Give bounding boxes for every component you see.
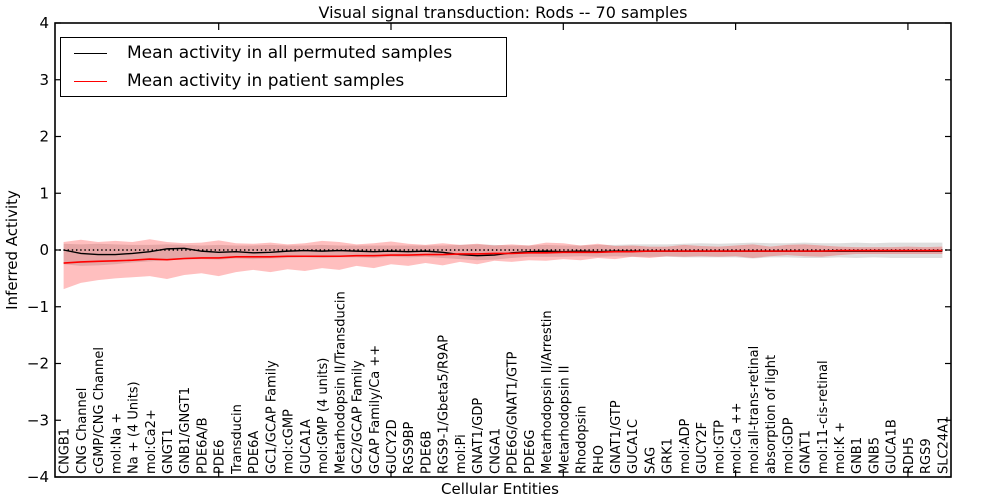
x-tick-label: GNB1 bbox=[850, 437, 865, 474]
x-tick-label: GC2/GCAP Family bbox=[351, 360, 366, 474]
y-tick-label: 0 bbox=[39, 241, 49, 259]
patient-line-swatch-icon bbox=[74, 80, 107, 82]
y-tick-label: −4 bbox=[27, 468, 49, 486]
legend-label-permuted: Mean activity in all permuted samples bbox=[127, 43, 453, 63]
x-tick-label: mol:GMP (4 units) bbox=[316, 358, 331, 474]
x-tick-label: PDE6G bbox=[523, 430, 538, 474]
x-tick-label: Metarhodopsin II/Arrestin bbox=[540, 310, 555, 474]
x-tick-label: cGMP/CNG Channel bbox=[92, 347, 107, 474]
x-tick-label: mol:cGMP bbox=[282, 409, 297, 474]
x-tick-label: GUCY2F bbox=[695, 422, 710, 474]
y-tick-label: −1 bbox=[27, 298, 49, 316]
x-tick-label: mol:Ca2+ bbox=[144, 409, 159, 474]
x-tick-label: GNB5 bbox=[867, 437, 882, 474]
x-tick-label: mol:K + bbox=[833, 422, 848, 474]
y-tick-label: −3 bbox=[27, 411, 49, 429]
patient-line bbox=[63, 249, 943, 264]
y-tick-label: 1 bbox=[39, 184, 49, 202]
x-tick-label: RGS9BP bbox=[402, 421, 417, 474]
x-tick-label: GUCA1A bbox=[299, 419, 314, 474]
x-tick-label: GC1/GCAP Family bbox=[264, 360, 279, 474]
y-tick-label: −2 bbox=[27, 355, 49, 373]
x-tick-label: mol:Ca ++ bbox=[730, 402, 745, 474]
y-tick-label: 4 bbox=[39, 14, 49, 32]
x-tick-label: CNGA1 bbox=[488, 428, 503, 474]
x-tick-label: Transducin bbox=[230, 404, 245, 475]
x-tick-label: absorption of light bbox=[764, 355, 779, 474]
x-tick-label: GCAP Family/Ca ++ bbox=[368, 345, 383, 474]
x-tick-label: PDE6A/B bbox=[195, 417, 210, 474]
x-tick-label: GUCY2D bbox=[385, 419, 400, 474]
legend-item-patient: Mean activity in patient samples bbox=[61, 68, 506, 94]
x-tick-label: GNAT1/GTP bbox=[609, 400, 624, 474]
x-tick-label: Na + (4 Units) bbox=[127, 381, 142, 474]
x-tick-label: RDH5 bbox=[902, 437, 917, 474]
x-tick-label: PDE6 bbox=[213, 440, 228, 474]
legend-label-patient: Mean activity in patient samples bbox=[127, 71, 405, 91]
x-tick-label: mol:ADP bbox=[678, 418, 693, 474]
y-tick-label: 3 bbox=[39, 71, 49, 89]
x-tick-label: GNB1/GNGT1 bbox=[178, 387, 193, 474]
x-tick-label: mol:all-trans-retinal bbox=[747, 346, 762, 474]
x-tick-label: PDE6G/GNAT1/GTP bbox=[506, 351, 521, 474]
y-axis-label: Inferred Activity bbox=[3, 190, 21, 310]
legend-item-permuted: Mean activity in all permuted samples bbox=[61, 40, 506, 66]
x-tick-label: Metarhodopsin II bbox=[557, 366, 572, 474]
x-tick-label: mol:GDP bbox=[781, 417, 796, 474]
x-tick-label: GNAT1 bbox=[799, 430, 814, 474]
x-tick-label: RGS9-1/Gbeta5/R9AP bbox=[437, 335, 452, 474]
x-tick-label: mol:GTP bbox=[712, 420, 727, 474]
x-tick-label: Metarhodopsin II/Transducin bbox=[333, 291, 348, 474]
x-tick-label: GUCA1B bbox=[885, 419, 900, 474]
x-tick-label: GRK1 bbox=[661, 438, 676, 474]
x-tick-label: CNG Channel bbox=[75, 388, 90, 474]
x-tick-label: GUCA1C bbox=[626, 419, 641, 474]
x-tick-label: CNGB1 bbox=[58, 428, 73, 474]
x-tick-label: RHO bbox=[592, 445, 607, 474]
x-axis-label: Cellular Entities bbox=[441, 480, 559, 498]
x-tick-label: PDE6B bbox=[419, 431, 434, 474]
x-tick-label: RGS9 bbox=[919, 438, 934, 474]
chart-title: Visual signal transduction: Rods -- 70 s… bbox=[318, 3, 688, 22]
permuted-line-swatch-icon bbox=[74, 52, 107, 54]
x-tick-label: SLC24A1 bbox=[936, 416, 951, 474]
patient-band bbox=[63, 239, 943, 290]
x-tick-label: mol:11-cis-retinal bbox=[816, 360, 831, 474]
x-tick-label: SAG bbox=[643, 447, 658, 474]
y-tick-label: 2 bbox=[39, 128, 49, 146]
x-tick-label: mol:Pi bbox=[454, 434, 469, 474]
x-tick-label: mol:Na + bbox=[109, 413, 124, 474]
x-tick-label: PDE6A bbox=[247, 431, 262, 474]
x-tick-label: GNGT1 bbox=[161, 428, 176, 474]
x-tick-label: GNAT1/GDP bbox=[471, 398, 486, 474]
legend: Mean activity in all permuted samples Me… bbox=[60, 37, 507, 97]
x-tick-label: Rhodopsin bbox=[575, 406, 590, 474]
